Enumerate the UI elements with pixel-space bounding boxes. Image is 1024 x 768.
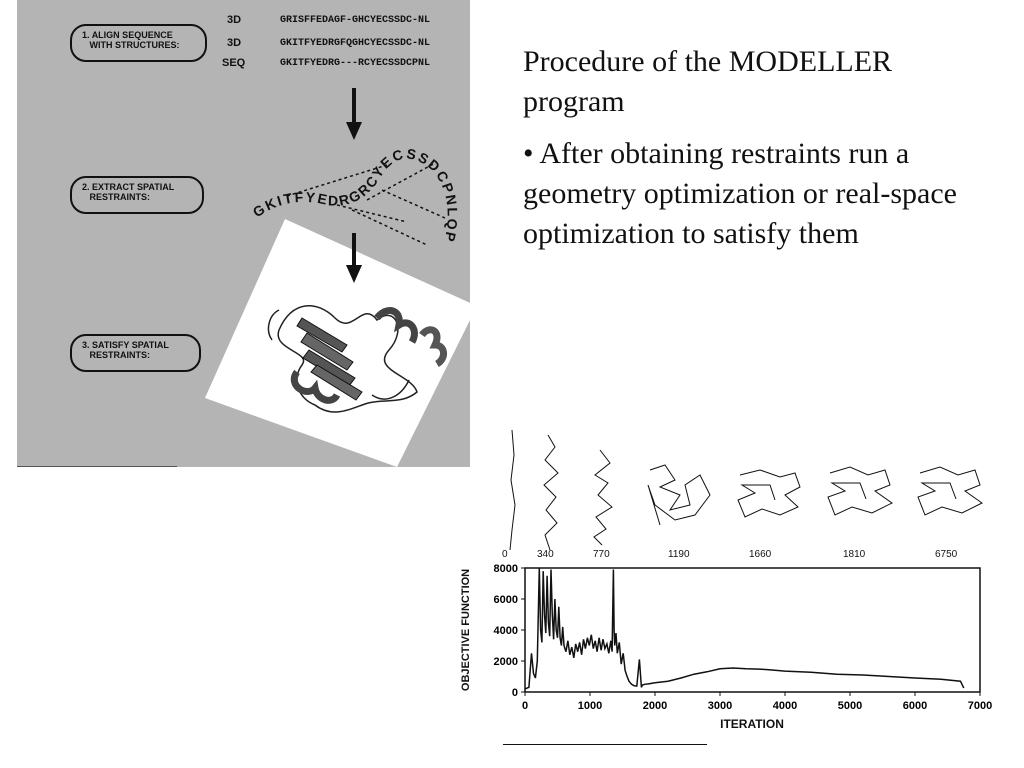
step-label-line2: RESTRAINTS: [89, 192, 151, 202]
snapshot-340-structure [543, 434, 559, 551]
x-tick-label: 3000 [708, 700, 732, 712]
snapshot-770-structure [593, 449, 613, 546]
step-align-label: 1. ALIGN SEQUENCE WITH STRUCTURES: [70, 24, 207, 62]
snapshot-label: 340 [537, 549, 554, 560]
y-tick-label: 8000 [494, 563, 518, 575]
step-label-line1: ALIGN SEQUENCE [91, 30, 173, 40]
modeller-workflow-figure: 1. ALIGN SEQUENCE WITH STRUCTURES: 3D GR… [17, 0, 470, 467]
step-label-line1: EXTRACT SPATIAL [92, 182, 175, 192]
y-tick-label: 2000 [494, 656, 518, 668]
x-tick-label: 6000 [903, 700, 927, 712]
alignment-sequence: GRISFFEDAGF-GHCYECSSDC-NL [280, 15, 431, 26]
snapshot-label: 0 [502, 549, 508, 560]
y-tick-label: 0 [512, 687, 518, 699]
x-tick-label: 1000 [578, 700, 602, 712]
workflow-graphics: GKITFYEDRGRCYECSSDCPNLQP [205, 88, 470, 467]
footer-rule [503, 744, 707, 745]
x-tick-label: 0 [522, 700, 528, 712]
alignment-tag: 3D [227, 37, 242, 49]
y-axis-label: OBJECTIVE FUNCTION [460, 569, 472, 691]
objective-function-chart: 0 1000 2000 3000 4000 5000 6000 7000 0 2000 4000 60… [460, 563, 993, 731]
snapshot-1660-structure [737, 469, 801, 518]
objective-function-line [524, 567, 965, 690]
step-extract-label: 2. EXTRACT SPATIAL RESTRAINTS: [70, 176, 204, 214]
snapshot-label: 6750 [935, 549, 958, 560]
y-tick-label: 6000 [494, 594, 518, 606]
restraint-lines [286, 161, 446, 246]
snapshot-0-structure [509, 429, 516, 551]
x-tick-label: 2000 [643, 700, 667, 712]
snapshot-1190-structure [647, 464, 711, 526]
snapshot-label: 1190 [668, 549, 690, 560]
x-axis-label: ITERATION [720, 717, 784, 731]
snapshot-6750-structure [917, 466, 983, 516]
x-tick-label: 5000 [838, 700, 862, 712]
snapshot-label: 1660 [749, 549, 772, 560]
down-arrow-icon [346, 233, 362, 283]
alignment-sequence: GKITFYEDRGFQGHCYECSSDC-NL [280, 38, 431, 49]
snapshot-label: 770 [593, 549, 610, 560]
alignment-tag: 3D [227, 14, 242, 26]
chart-axes [524, 567, 981, 693]
plot-frame [524, 567, 981, 693]
panel-underline [17, 466, 177, 467]
structure-snapshots [509, 429, 983, 551]
step-satisfy-label: 3. SATISFY SPATIAL RESTRAINTS: [70, 334, 201, 372]
step-number: 2. [82, 182, 90, 192]
step-label-line2: WITH STRUCTURES: [89, 40, 180, 50]
step-label-line2: RESTRAINTS: [89, 350, 151, 360]
snapshot-label: 1810 [843, 549, 866, 560]
chart-ticks: 0 1000 2000 3000 4000 5000 6000 7000 0 2000 4000 60… [494, 563, 993, 712]
bullet-text: • After obtaining restraints run a geome… [523, 137, 957, 250]
step-label-line1: SATISFY SPATIAL [92, 340, 169, 350]
y-tick-label: 4000 [494, 625, 518, 637]
protein-ribbon-icon [267, 305, 447, 413]
snapshot-1810-structure [827, 466, 893, 516]
step-number: 3. [82, 340, 90, 350]
alignment-sequence: GKITFYEDRG---RCYECSSDCPNL [280, 58, 431, 69]
alignment-tag: SEQ [222, 57, 246, 69]
x-tick-label: 7000 [968, 700, 992, 712]
down-arrow-icon [346, 88, 362, 140]
x-tick-label: 4000 [773, 700, 797, 712]
step-number: 1. [82, 30, 90, 40]
description-block: Procedure of the MODELLER program • Afte… [523, 42, 993, 254]
slide-title: Procedure of the MODELLER program [523, 45, 893, 118]
